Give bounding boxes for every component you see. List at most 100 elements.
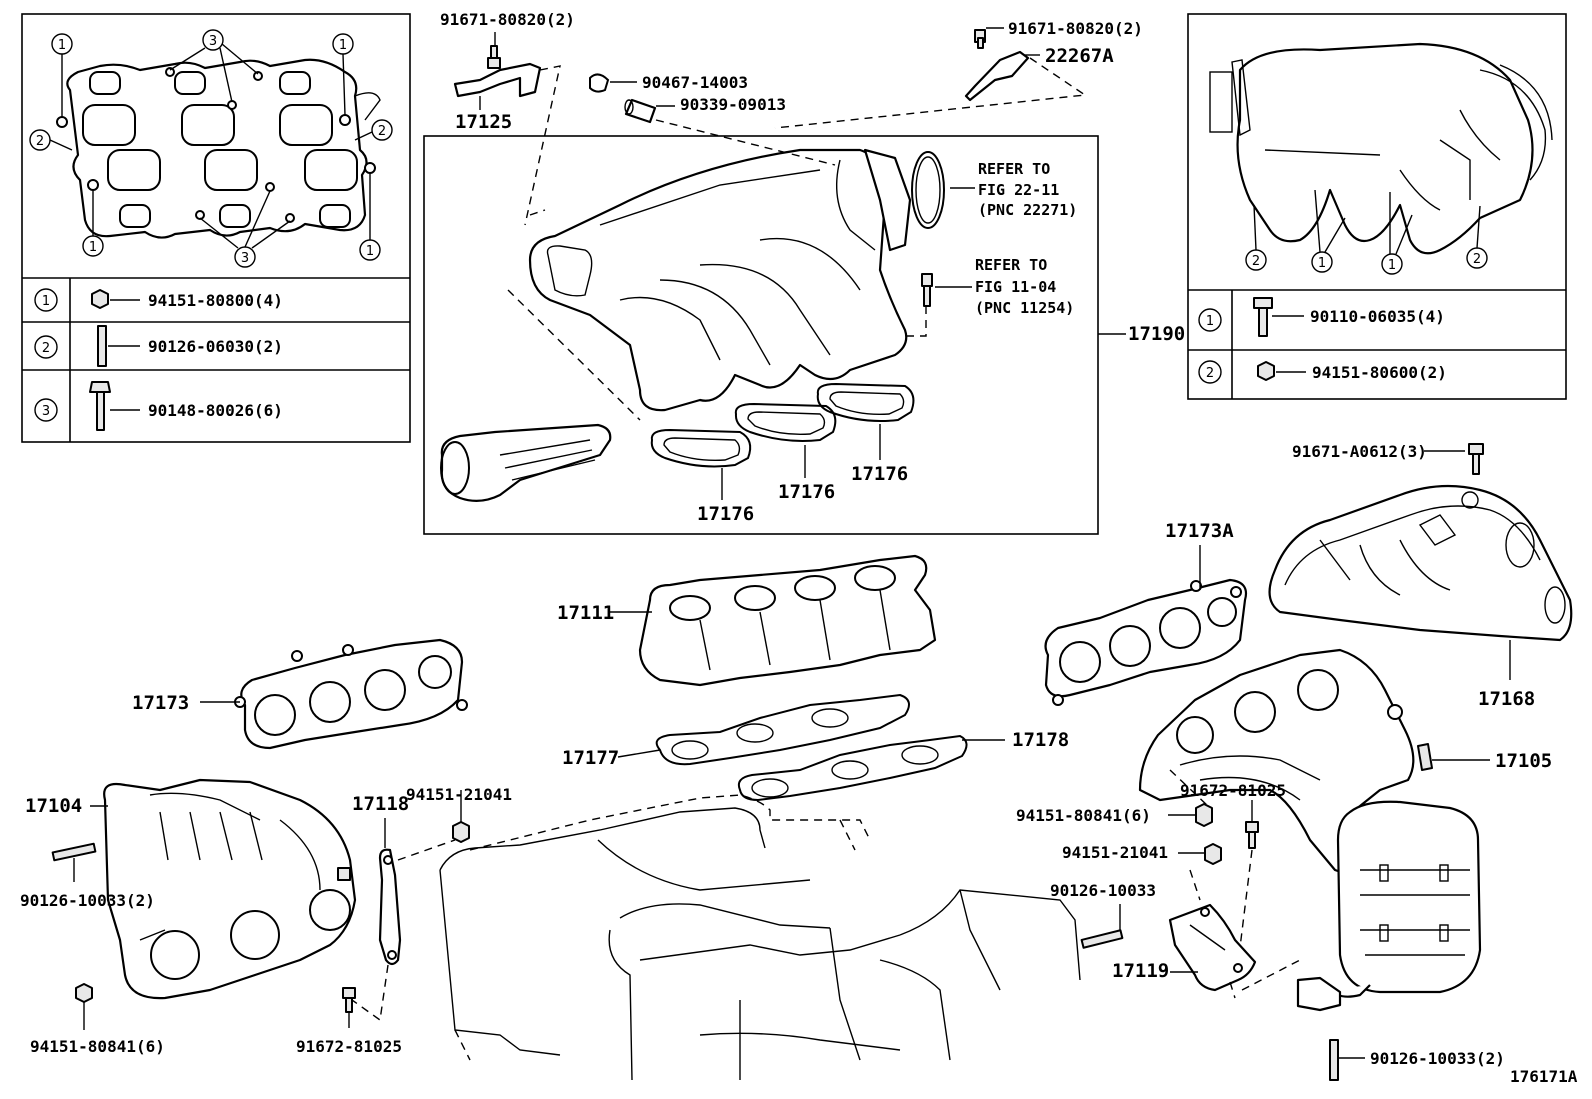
left-legend-row-1: 1 94151-80800(4) [34, 288, 283, 312]
right-legend-row-1: 1 90110-06035(4) [1198, 297, 1445, 337]
svg-text:17105: 17105 [1495, 750, 1552, 772]
svg-text:90467-14003: 90467-14003 [642, 73, 748, 92]
label-17176-b: 17176 [778, 481, 835, 503]
svg-text:90126-10033(2): 90126-10033(2) [20, 891, 155, 910]
gasket-17176-b [734, 402, 837, 442]
bracket-22267A: 91671-80820(2) 22267A [774, 19, 1143, 129]
label-17176-a: 17176 [697, 503, 754, 525]
svg-text:94151-80841(6): 94151-80841(6) [30, 1037, 165, 1056]
exhaust-manifold-17104: 17104 90126-10033(2) 94151-80841(6) [20, 778, 357, 1056]
svg-text:1: 1 [89, 240, 97, 255]
svg-text:94151-80800(4): 94151-80800(4) [148, 291, 283, 310]
bracket-17119: 17119 [1112, 903, 1257, 999]
gasket-17176-c [816, 382, 915, 422]
intake-manifold-17190 [528, 148, 908, 412]
bracket-17118: 17118 94151-21041 91672-81025 [296, 785, 512, 1056]
svg-text:2: 2 [36, 134, 44, 149]
bolt-icon [1253, 297, 1273, 309]
exhaust-manifold-17105: 17105 90126-10033(2) [1138, 648, 1552, 1081]
label-17190: 17190 [1128, 323, 1185, 345]
nut-icon [1257, 361, 1275, 381]
right-legend: 2 1 1 2 1 90110-06035(4) 2 94151-80600(2… [1187, 13, 1567, 400]
svg-text:94151-21041: 94151-21041 [1062, 843, 1168, 862]
manifold-frame [423, 135, 1099, 535]
svg-text:91671-80820(2): 91671-80820(2) [440, 10, 575, 29]
manifold-connector [440, 423, 612, 502]
hose-90339: 90339-09013 [624, 95, 836, 166]
right-legend-row-2: 2 94151-80600(2) [1198, 360, 1447, 384]
label-17176-c: 17176 [851, 463, 908, 485]
svg-text:1: 1 [339, 38, 347, 53]
svg-text:91671-80820(2): 91671-80820(2) [1008, 19, 1143, 38]
svg-text:94151-80841(6): 94151-80841(6) [1016, 806, 1151, 825]
svg-text:91672-81025: 91672-81025 [296, 1037, 402, 1056]
refer-to-fig-22-11: REFER TO FIG 22-11 (PNC 22271) [950, 160, 1077, 219]
intake-plenum-drawing [1209, 42, 1553, 255]
svg-text:2: 2 [1206, 366, 1214, 381]
sensor-bolt [921, 273, 933, 307]
svg-text:17119: 17119 [1112, 960, 1169, 982]
svg-text:17118: 17118 [352, 793, 409, 815]
svg-text:17104: 17104 [25, 795, 82, 817]
svg-text:1: 1 [1318, 256, 1326, 271]
figure-id: 176171A [1510, 1067, 1578, 1086]
svg-text:2: 2 [1252, 254, 1260, 269]
intake-gasket-drawing [56, 58, 381, 239]
svg-text:17173: 17173 [132, 692, 189, 714]
svg-text:REFER TO: REFER TO [975, 256, 1047, 274]
svg-text:91671-A0612(3): 91671-A0612(3) [1292, 442, 1427, 461]
catalytic-converter [1336, 800, 1482, 994]
svg-text:90339-09013: 90339-09013 [680, 95, 786, 114]
refer-to-fig-11-04: REFER TO FIG 11-04 (PNC 11254) [935, 256, 1074, 317]
svg-text:3: 3 [209, 34, 217, 49]
left-legend-frame [21, 13, 411, 443]
svg-text:17173A: 17173A [1165, 520, 1234, 542]
svg-text:91672-81025: 91672-81025 [1180, 781, 1286, 800]
right-legend-callouts: 2 1 1 2 [1245, 189, 1488, 275]
intake-spacer-17111: 17111 [557, 554, 937, 687]
svg-text:(PNC 11254): (PNC 11254) [975, 299, 1074, 317]
gasket-17177: 17177 [562, 693, 910, 769]
legend-callouts: 1 1 3 2 2 1 1 3 [29, 29, 393, 268]
svg-text:17125: 17125 [455, 111, 512, 133]
throttle-gasket [911, 151, 945, 229]
svg-text:94151-21041: 94151-21041 [406, 785, 512, 804]
svg-text:90110-06035(4): 90110-06035(4) [1310, 307, 1445, 326]
svg-text:90126-10033(2): 90126-10033(2) [1370, 1049, 1505, 1068]
heat-insulator-17168: 91671-A0612(3) 17168 [1268, 442, 1573, 710]
svg-text:FIG 22-11: FIG 22-11 [978, 181, 1059, 199]
svg-text:17178: 17178 [1012, 729, 1069, 751]
stud-icon [97, 325, 107, 367]
left-legend-row-2: 2 90126-06030(2) [34, 325, 283, 367]
hose-clamp-90467: 90467-14003 [589, 73, 748, 93]
gasket-17178: 17178 [737, 729, 1069, 802]
svg-text:17168: 17168 [1478, 688, 1535, 710]
engine-block-outline [439, 794, 1081, 1081]
svg-text:90126-10033: 90126-10033 [1050, 881, 1156, 900]
gasket-17173: 17173 [132, 638, 468, 750]
svg-text:2: 2 [1473, 252, 1481, 267]
svg-text:3: 3 [42, 404, 50, 419]
gasket-17176-a [650, 428, 752, 468]
intake-manifold-box: REFER TO FIG 22-11 (PNC 22271) REFER TO … [423, 135, 1099, 535]
svg-text:1: 1 [1388, 258, 1396, 273]
svg-text:FIG 11-04: FIG 11-04 [975, 278, 1056, 296]
svg-text:2: 2 [378, 124, 386, 139]
svg-text:90126-06030(2): 90126-06030(2) [148, 337, 283, 356]
bolt-icon [89, 381, 111, 393]
gasket-17173A: 17173A [1044, 520, 1248, 706]
svg-text:17177: 17177 [562, 747, 619, 769]
svg-text:2: 2 [42, 341, 50, 356]
bracket-17125: 17125 91671-80820(2) [440, 10, 575, 226]
svg-text:3: 3 [241, 251, 249, 266]
svg-text:1: 1 [42, 294, 50, 309]
svg-text:90148-80026(6): 90148-80026(6) [148, 401, 283, 420]
left-legend: 1 1 3 2 2 1 1 3 1 94151-8 [21, 13, 411, 443]
svg-text:1: 1 [366, 244, 374, 259]
svg-text:22267A: 22267A [1045, 45, 1114, 67]
left-legend-row-3: 3 90148-80026(6) [34, 381, 283, 431]
svg-text:17111: 17111 [557, 602, 614, 624]
svg-text:1: 1 [58, 38, 66, 53]
svg-text:94151-80600(2): 94151-80600(2) [1312, 363, 1447, 382]
